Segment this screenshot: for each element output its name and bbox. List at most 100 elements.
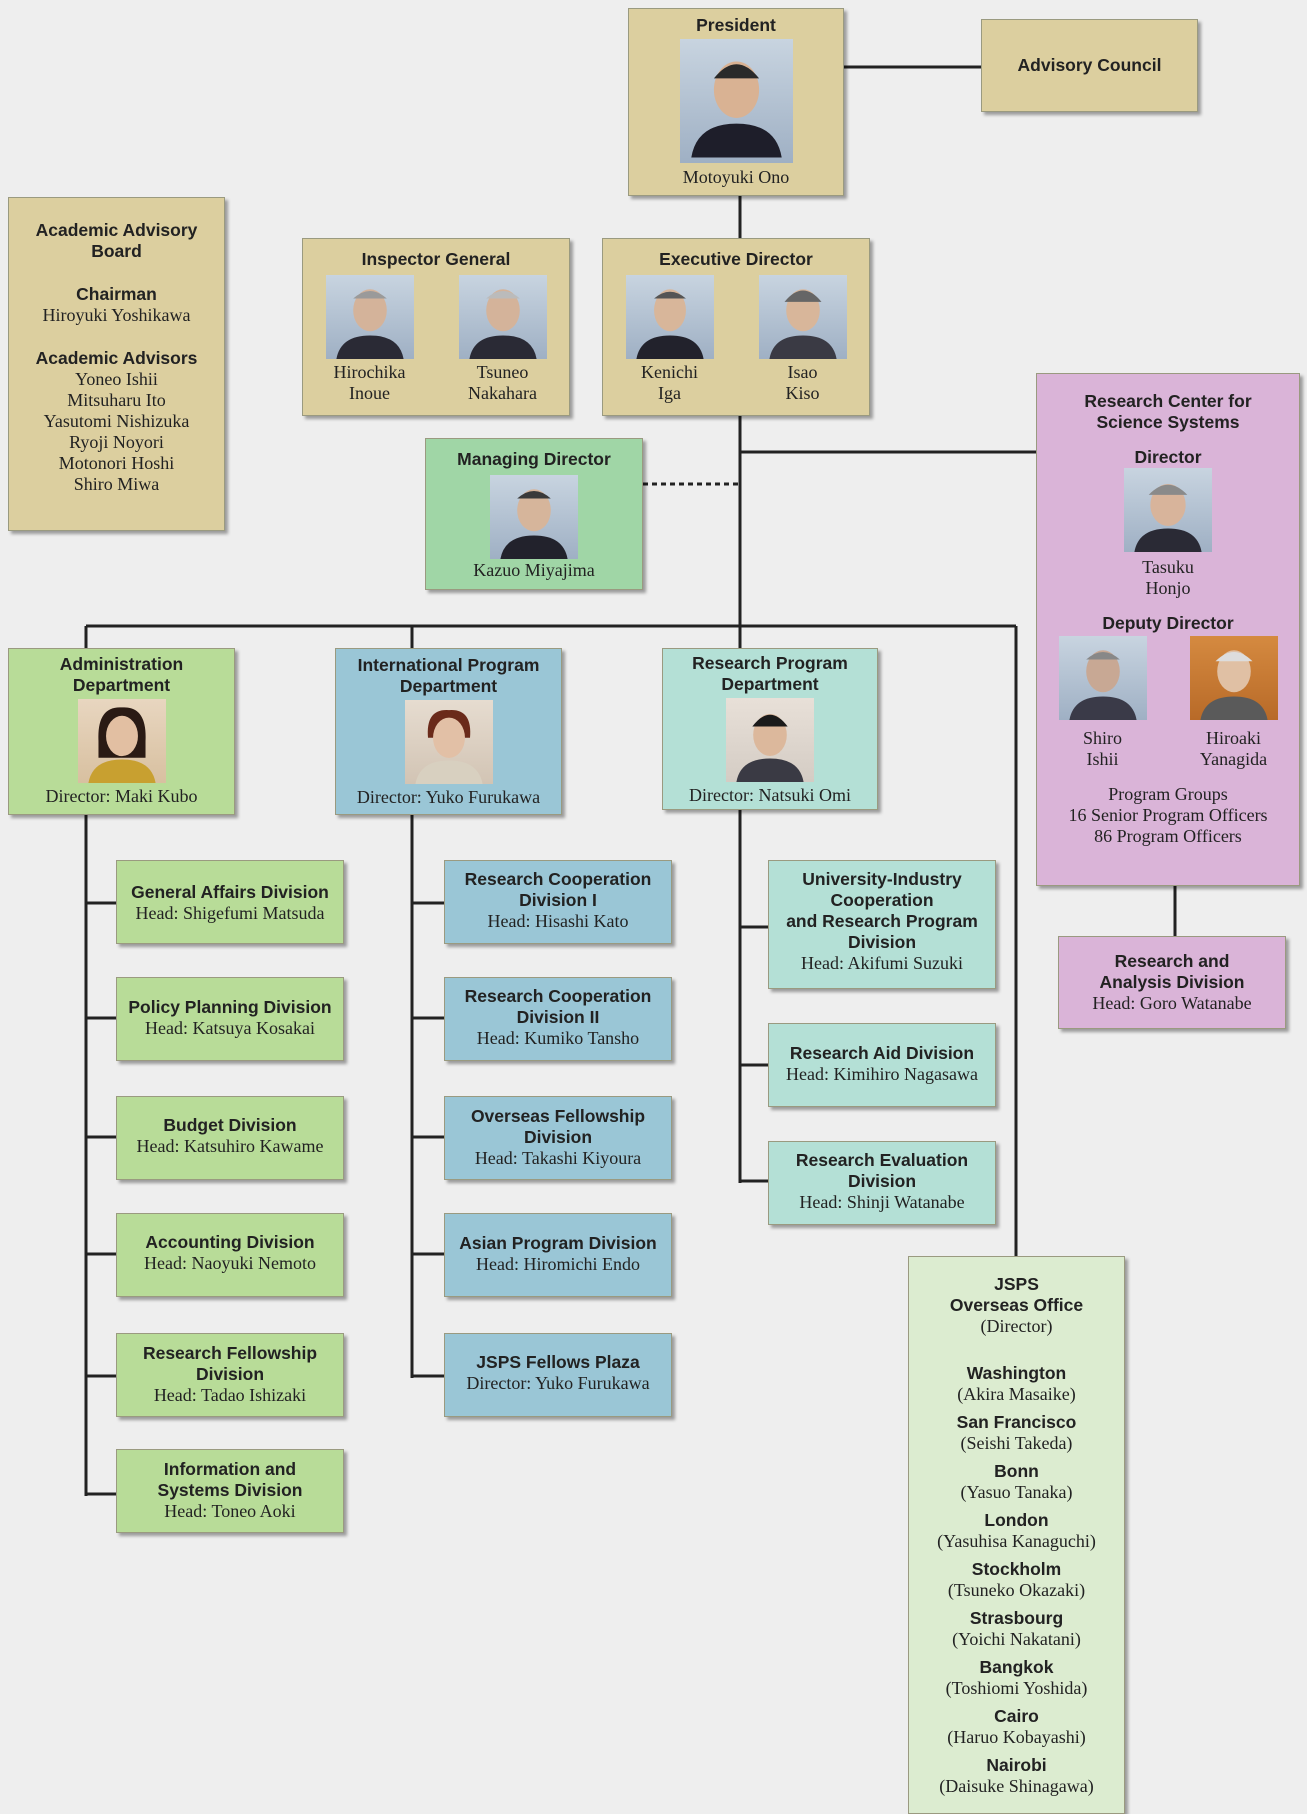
- office-director: (Toshiomi Yoshida): [945, 1678, 1088, 1698]
- division-box: Asian Program Division Head: Hiromichi E…: [444, 1213, 672, 1297]
- research-center-title-2: Science Systems: [1096, 412, 1240, 432]
- administration-department: Administration Department Director: Maki…: [8, 648, 235, 815]
- advisor-name: Yasutomi Nishizuka: [43, 411, 190, 431]
- office-director: (Daisuke Shinagawa): [939, 1776, 1094, 1796]
- department-title: Administration: [59, 654, 184, 674]
- inspector-person: Tsuneo Nakahara: [436, 275, 569, 404]
- division-box: Research Fellowship Division Head: Tadao…: [116, 1333, 344, 1417]
- advisory-council-box: Advisory Council: [981, 19, 1198, 112]
- office-director: (Akira Masaike): [957, 1384, 1076, 1404]
- division-head: Head: Shinji Watanabe: [799, 1192, 965, 1212]
- research-analysis-division: Research and Analysis Division Head: Gor…: [1058, 936, 1286, 1029]
- overseas-subtitle: (Director): [980, 1316, 1053, 1336]
- division-title-2: Cooperation: [830, 890, 934, 910]
- office-city: Washington: [966, 1363, 1067, 1383]
- person-last-name: Iga: [658, 383, 681, 403]
- division-box: Accounting Division Head: Naoyuki Nemoto: [116, 1213, 344, 1297]
- department-title: International Program: [357, 655, 540, 675]
- office-city: Nairobi: [986, 1755, 1047, 1775]
- division-title-2: Systems Division: [157, 1480, 303, 1500]
- person-first-name: Hiroaki: [1206, 728, 1261, 748]
- office-city: Stockholm: [971, 1559, 1062, 1579]
- division-box: Research Cooperation Division II Head: K…: [444, 977, 672, 1061]
- division-title: University-Industry: [802, 869, 962, 889]
- person-photo: [758, 275, 847, 359]
- person-photo: [625, 275, 714, 359]
- office-city: Strasbourg: [969, 1608, 1064, 1628]
- department-title: Research Program: [692, 653, 848, 673]
- division-title: Research Aid Division: [789, 1043, 975, 1063]
- division-box: Overseas Fellowship Division Head: Takas…: [444, 1096, 672, 1180]
- person-photo: [1058, 636, 1147, 720]
- inspector-person: Hirochika Inoue: [303, 275, 436, 404]
- office-city: London: [984, 1510, 1049, 1530]
- person-photo: [458, 275, 547, 359]
- managing-director-name: Kazuo Miyajima: [473, 560, 595, 580]
- research-director-photo: [726, 698, 814, 782]
- managing-director-box: Managing Director Kazuo Miyajima: [425, 438, 643, 590]
- division-head: Head: Tadao Ishizaki: [153, 1385, 307, 1405]
- academic-board-title: Academic Advisory: [35, 220, 198, 240]
- division-box: JSPS Fellows Plaza Director: Yuko Furuka…: [444, 1333, 672, 1417]
- managing-director-photo: [490, 475, 578, 559]
- advisor-name: Yoneo Ishii: [75, 369, 158, 389]
- advisor-name: Ryoji Noyori: [69, 432, 164, 452]
- division-box: General Affairs Division Head: Shigefumi…: [116, 860, 344, 944]
- division-title-4: Division: [847, 932, 917, 952]
- office-city: Bangkok: [979, 1657, 1054, 1677]
- person-photo: [325, 275, 414, 359]
- research-center-title: Research Center for: [1084, 391, 1252, 411]
- office-director: (Tsuneko Okazaki): [947, 1580, 1086, 1600]
- department-director: Director: Maki Kubo: [45, 786, 198, 806]
- rc-director-last: Honjo: [1145, 578, 1191, 598]
- program-officers: 86 Program Officers: [1094, 826, 1242, 846]
- office-city: Bonn: [994, 1461, 1039, 1481]
- division-box: University-Industry Cooperation and Rese…: [768, 860, 996, 989]
- person-first-name: Tsuneo: [476, 362, 529, 382]
- program-groups: Program Groups: [1108, 784, 1228, 804]
- division-head: Head: Akifumi Suzuki: [801, 953, 963, 973]
- overseas-title-2: Overseas Office: [949, 1295, 1084, 1315]
- department-title-2: Department: [721, 674, 819, 694]
- division-box: Research Cooperation Division I Head: Hi…: [444, 860, 672, 944]
- office-director: (Haruo Kobayashi): [947, 1727, 1086, 1747]
- division-head: Head: Hiromichi Endo: [476, 1254, 640, 1274]
- chairman-name: Hiroyuki Yoshikawa: [42, 305, 191, 325]
- office-director: (Yasuo Tanaka): [960, 1482, 1073, 1502]
- division-head: Head: Kimihiro Nagasawa: [786, 1064, 978, 1084]
- advisors-label: Academic Advisors: [35, 348, 198, 368]
- overseas-office-box: JSPS Overseas Office (Director) Washingt…: [908, 1256, 1125, 1814]
- deputy-director-label: Deputy Director: [1102, 613, 1234, 633]
- person-first-name: Hirochika: [333, 362, 406, 382]
- person-first-name: Shiro: [1082, 728, 1122, 748]
- division-title: Research and: [1114, 951, 1230, 971]
- admin-director-photo: [77, 699, 166, 783]
- inspector-general-box: Inspector General Hirochika Inoue Tsuneo…: [302, 238, 570, 416]
- division-title-2: Analysis Division: [1099, 972, 1245, 992]
- division-box: Policy Planning Division Head: Katsuya K…: [116, 977, 344, 1061]
- division-head: Director: Yuko Furukawa: [466, 1373, 650, 1393]
- person-first-name: Kenichi: [641, 362, 698, 382]
- division-head: Head: Toneo Aoki: [164, 1501, 296, 1521]
- research-program-department: Research Program Department Director: Na…: [662, 648, 878, 810]
- person-last-name: Inoue: [349, 383, 390, 403]
- division-box: Information and Systems Division Head: T…: [116, 1449, 344, 1533]
- academic-advisory-board: Academic Advisory Board Chairman Hiroyuk…: [8, 197, 225, 531]
- division-head: Head: Katsuya Kosakai: [145, 1018, 315, 1038]
- academic-board-title-2: Board: [91, 241, 142, 261]
- division-title: Asian Program Division: [459, 1233, 657, 1253]
- executive-person: Isao Kiso: [736, 275, 869, 404]
- advisor-name: Mitsuharu Ito: [67, 390, 166, 410]
- person-photo: [1189, 636, 1278, 720]
- division-head: Head: Goro Watanabe: [1092, 993, 1252, 1013]
- division-title: Budget Division: [163, 1115, 297, 1135]
- department-director: Director: Natsuki Omi: [689, 785, 851, 805]
- rc-director-first: Tasuku: [1142, 557, 1194, 577]
- department-title-2: Department: [399, 676, 498, 696]
- division-title: Accounting Division: [145, 1232, 315, 1252]
- division-title: Research Evaluation: [795, 1150, 969, 1170]
- division-head: Head: Takashi Kiyoura: [474, 1148, 642, 1168]
- division-head: Head: Kumiko Tansho: [476, 1028, 640, 1048]
- division-box: Budget Division Head: Katsuhiro Kawame: [116, 1096, 344, 1180]
